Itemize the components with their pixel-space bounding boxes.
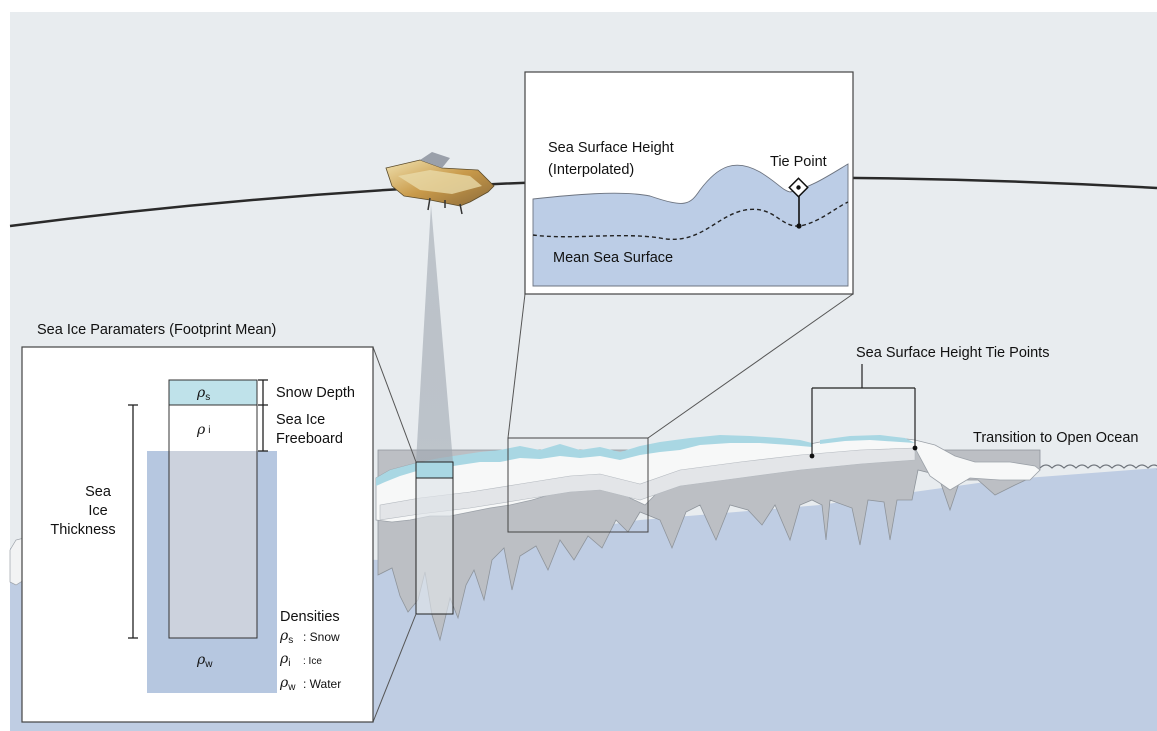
tie-point-diamond-icon <box>788 177 809 198</box>
ssh-interpolated-label: (Interpolated) <box>548 162 634 178</box>
column-outline <box>168 379 258 639</box>
open-ocean-waves <box>1039 464 1157 470</box>
transition-label: Transition to Open Ocean <box>973 430 1139 446</box>
svg-text:ρw: ρw <box>196 652 213 670</box>
zoom-line-top <box>372 346 417 463</box>
thickness-label-line1: Sea <box>85 484 112 500</box>
svg-text:ρs: ρs <box>279 628 293 646</box>
zoom-line-right <box>647 293 854 439</box>
tie-point-left-dot <box>809 453 815 459</box>
ice-column-top <box>169 405 257 451</box>
legend-water: ρw : Water <box>279 675 341 693</box>
ssh-label: Sea Surface Height <box>548 140 674 156</box>
zoom-line-left <box>507 293 526 439</box>
radar-beam <box>416 205 453 462</box>
zoom-line-bottom <box>372 613 417 723</box>
tie-points-bracket <box>811 364 916 456</box>
mean-sea-surface-line <box>532 201 849 240</box>
ssh-zoom-region <box>507 437 649 533</box>
freeboard-bracket <box>258 405 268 452</box>
footprint-column-water <box>416 478 453 614</box>
thickness-label-line2: Ice <box>88 503 107 519</box>
snow-box <box>169 380 257 405</box>
legend-snow: ρs : Snow <box>279 628 340 646</box>
snow-layer-right <box>820 435 915 444</box>
svg-text:ρi: ρi <box>279 651 290 669</box>
rho-water-symbol: ρw <box>196 652 213 670</box>
svg-text:ρs: ρs <box>196 385 210 403</box>
legend-ice: ρi : Ice <box>279 651 322 669</box>
tie-point-label: Tie Point <box>770 154 827 170</box>
sea-ice-parameters-title: Sea Ice Paramaters (Footprint Mean) <box>37 322 276 338</box>
rho-snow-symbol: ρs <box>196 385 210 403</box>
svg-text:ρi: ρi <box>196 422 210 438</box>
freeboard-label-line2: Freeboard <box>276 431 343 447</box>
thickness-label-line3: Thickness <box>50 522 115 538</box>
freeboard-label-line1: Sea Ice <box>276 412 325 428</box>
thickness-bracket <box>128 404 138 639</box>
svg-text:ρw: ρw <box>279 675 296 693</box>
ssh-inset: Sea Surface Height (Interpolated) Tie Po… <box>507 71 854 533</box>
tie-point-right-dot <box>912 445 918 451</box>
footprint-column <box>415 461 454 615</box>
sea-ice-parameters-inset: Sea Ice Paramaters (Footprint Mean) ρs ρ… <box>21 322 417 723</box>
svg-text:: Snow: : Snow <box>303 630 340 644</box>
footprint-column-snow <box>416 462 453 478</box>
svg-text:: Water: : Water <box>303 677 341 691</box>
svg-text:: Ice: : Ice <box>303 656 322 667</box>
mean-sea-surface-label: Mean Sea Surface <box>553 250 673 266</box>
tie-point-dot <box>796 223 802 229</box>
snow-depth-label: Snow Depth <box>276 385 355 401</box>
satellite-icon <box>385 152 495 215</box>
densities-title: Densities <box>280 609 340 625</box>
tie-points-label: Sea Surface Height Tie Points <box>856 345 1049 361</box>
ssh-water <box>532 163 849 287</box>
snow-layer <box>376 435 812 486</box>
